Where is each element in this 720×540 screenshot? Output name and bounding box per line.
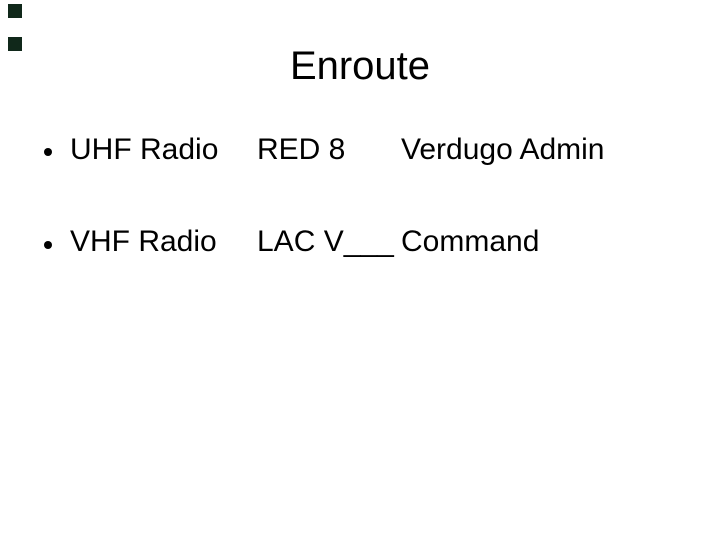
channel-label: LAC V___	[257, 225, 394, 258]
channel-label: RED 8	[257, 133, 346, 166]
corner-marker-bottom-icon	[8, 37, 22, 51]
corner-marker-top-icon	[8, 4, 22, 18]
bullet-icon	[44, 148, 52, 156]
callsign-label: Command	[401, 225, 540, 258]
device-label: VHF Radio	[70, 225, 217, 258]
bullet-icon	[44, 241, 52, 249]
slide-title: Enroute	[289, 44, 431, 88]
device-label: UHF Radio	[70, 133, 219, 166]
callsign-label: Verdugo Admin	[401, 133, 605, 166]
